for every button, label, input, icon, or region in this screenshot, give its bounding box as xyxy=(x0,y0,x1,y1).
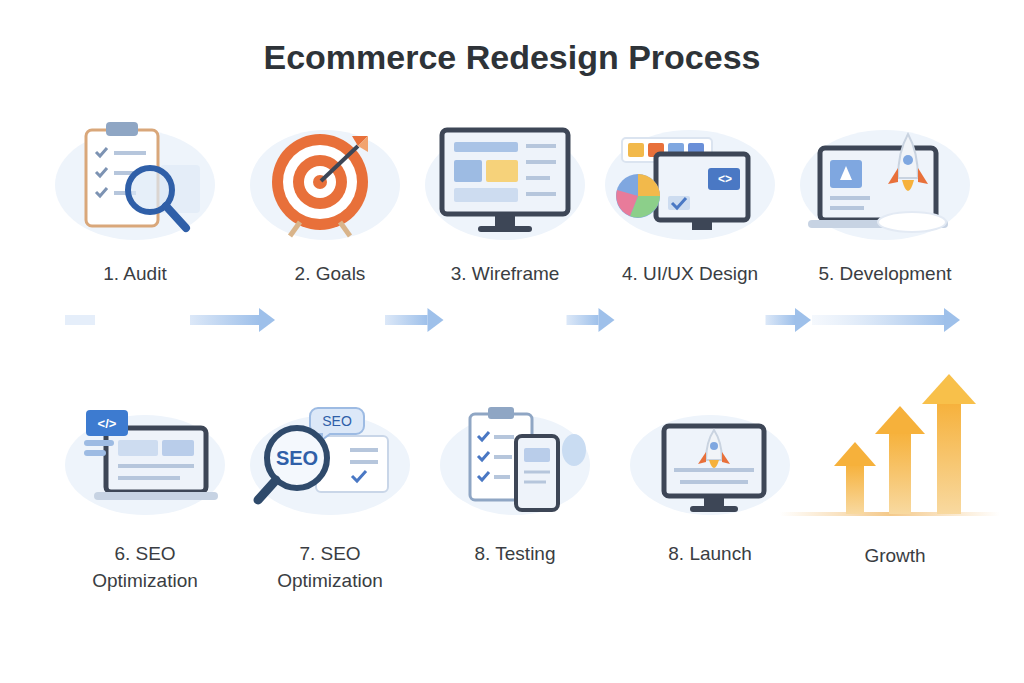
step-label: 2. Goals xyxy=(275,260,385,287)
icon-text: SEO xyxy=(322,413,352,429)
icon-text: </> xyxy=(98,416,117,431)
step-label: 6. SEO Optimization xyxy=(63,540,227,594)
growth-bars xyxy=(780,374,1000,516)
flow-arrow xyxy=(190,308,275,332)
design-icon xyxy=(616,138,748,230)
launch-icon xyxy=(664,426,764,512)
icon-text: <> xyxy=(718,172,732,186)
process-step: 2. Goals xyxy=(275,95,385,330)
process-band xyxy=(65,308,960,332)
step-label: Growth xyxy=(840,542,950,569)
process-step: 8. Testing xyxy=(460,385,570,600)
audit-icon xyxy=(86,122,200,228)
arrow-head xyxy=(428,308,444,332)
laptop-code-icon xyxy=(84,410,218,500)
laptop-rocket-icon xyxy=(808,134,948,232)
arrow-head xyxy=(259,308,275,332)
flow-arrow xyxy=(766,308,812,332)
arrow-head xyxy=(599,308,615,332)
flow-arrow xyxy=(567,308,615,332)
arrow-shaft xyxy=(567,315,599,325)
step-label: 4. UI/UX Design xyxy=(615,260,766,287)
process-step: 8. Launch xyxy=(655,385,765,600)
arrow-shaft xyxy=(766,315,796,325)
seo-search-icon xyxy=(258,408,388,500)
icon-blob xyxy=(55,130,970,515)
step-label: 7. SEO Optimization xyxy=(248,540,412,594)
process-step: 1. Audit xyxy=(80,95,190,330)
testing-icon xyxy=(470,407,586,510)
process-step: 4. UI/UX Design xyxy=(615,95,766,330)
process-step: 3. Wireframe xyxy=(444,95,567,330)
step-label: 3. Wireframe xyxy=(444,260,567,287)
arrow-shaft xyxy=(385,315,428,325)
process-step: Growth xyxy=(840,385,950,600)
step-label: 8. Launch xyxy=(655,540,765,567)
step-label: 5. Development xyxy=(811,260,959,287)
flow-arrow xyxy=(385,308,444,332)
target-icon xyxy=(272,134,368,236)
process-step: 5. Development xyxy=(811,95,959,330)
arrow-shaft xyxy=(190,315,259,325)
arrow-head xyxy=(795,308,811,332)
icon-text: SEO xyxy=(276,447,318,470)
process-step: 6. SEO Optimization xyxy=(63,385,227,600)
step-label: 1. Audit xyxy=(80,260,190,287)
diagram-title: Ecommerce Redesign Process xyxy=(0,38,1024,77)
step-label: 8. Testing xyxy=(460,540,570,567)
wireframe-icon xyxy=(442,130,568,232)
